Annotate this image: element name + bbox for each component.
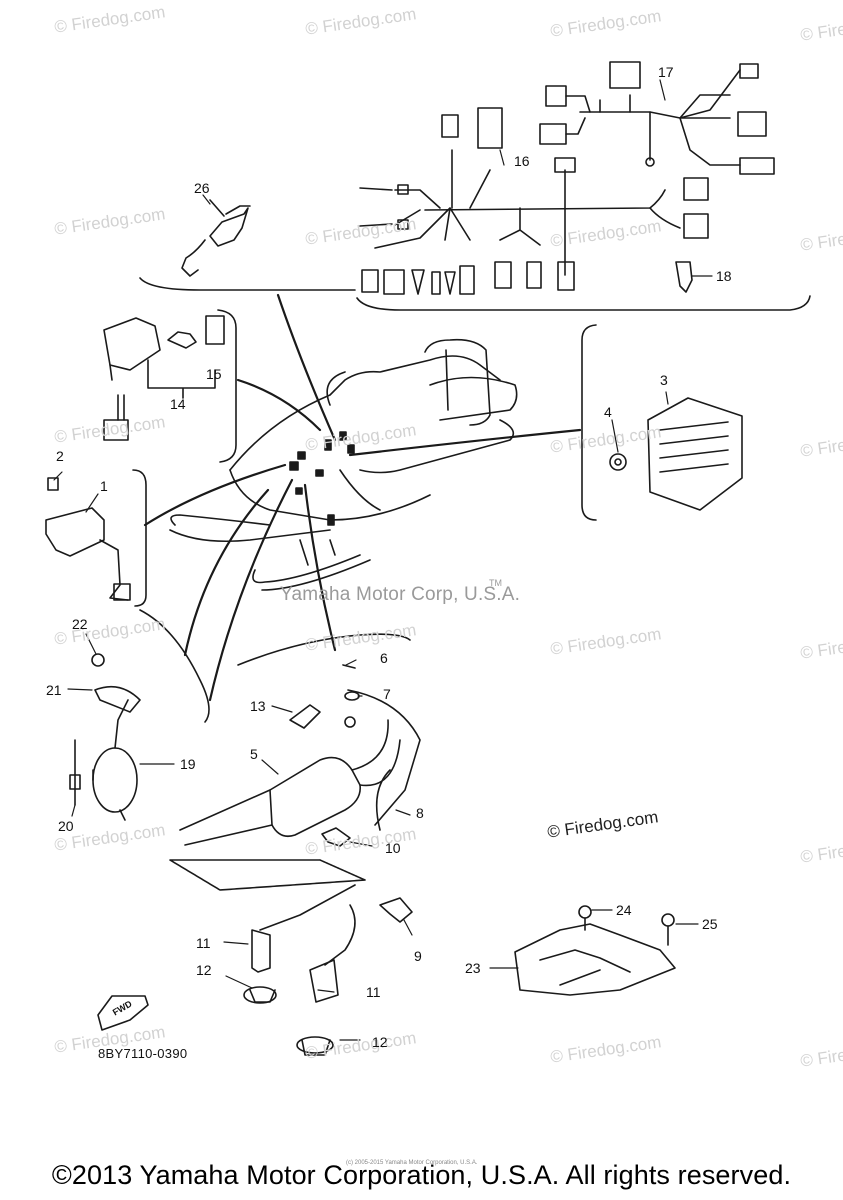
callout-2: 2 [56,448,64,464]
footer-copyright: ©2013 Yamaha Motor Corporation, U.S.A. A… [51,1160,792,1190]
diagram-code: 8BY7110-0390 [98,1046,188,1061]
callout-3: 3 [660,372,668,388]
snowmobile-illustration [169,338,518,591]
part-11-12-plug-caps [169,859,366,1056]
callout-6: 6 [380,650,388,666]
callout-8: 8 [416,805,424,821]
callout-25: 25 [702,916,718,932]
trademark-symbol: TM [489,578,502,588]
callout-15: 15 [206,366,222,382]
callout-7: 7 [383,686,391,702]
part-16-17-wire-harness [359,61,775,295]
part-4-nut [609,453,627,471]
callout-26: 26 [194,180,210,196]
callout-11: 11 [196,935,211,951]
part-23-25-bracket [514,905,676,996]
callout-13: 13 [250,698,266,714]
group-brackets [132,277,811,723]
center-trademark: Yamaha Motor Corp, U.S.A. [280,584,520,606]
callout-10: 10 [385,840,401,856]
callout-9: 9 [414,948,422,964]
part-18-key [675,261,693,293]
part-2-nut [47,477,59,491]
callout-4: 4 [604,404,612,420]
callout-21: 21 [46,682,62,698]
callout-5: 5 [250,746,258,762]
callout-12: 12 [372,1034,388,1050]
callout-22: 22 [72,616,88,632]
callout-23: 23 [465,960,481,976]
part-9-10-clamps [321,827,413,923]
fwd-arrow-icon [97,995,149,1031]
callout-leaders [53,79,713,1041]
callout-12: 12 [196,962,212,978]
callout-19: 19 [180,756,196,772]
callout-1: 1 [100,478,108,494]
part-1-ignitor [45,507,131,601]
center-trademark-text: Yamaha Motor Corp, U.S.A. [280,584,521,605]
part-26-switch [181,199,251,277]
callout-14: 14 [170,396,186,412]
part-14-15-main-switch [103,315,225,441]
callout-20: 20 [58,818,74,834]
callout-17: 17 [658,64,674,80]
callout-16: 16 [514,153,530,169]
part-19-22-coil-bracket [69,653,141,821]
tiny-copyright: (c) 2005-2015 Yamaha Motor Corporation, … [346,1160,478,1166]
leader-lines [143,293,582,702]
connector-row [361,261,542,295]
callout-24: 24 [616,902,632,918]
callout-18: 18 [716,268,732,284]
part-5-ignition-coil [179,664,421,846]
part-3-rectifier [647,397,743,511]
callout-11: 11 [366,984,381,1000]
